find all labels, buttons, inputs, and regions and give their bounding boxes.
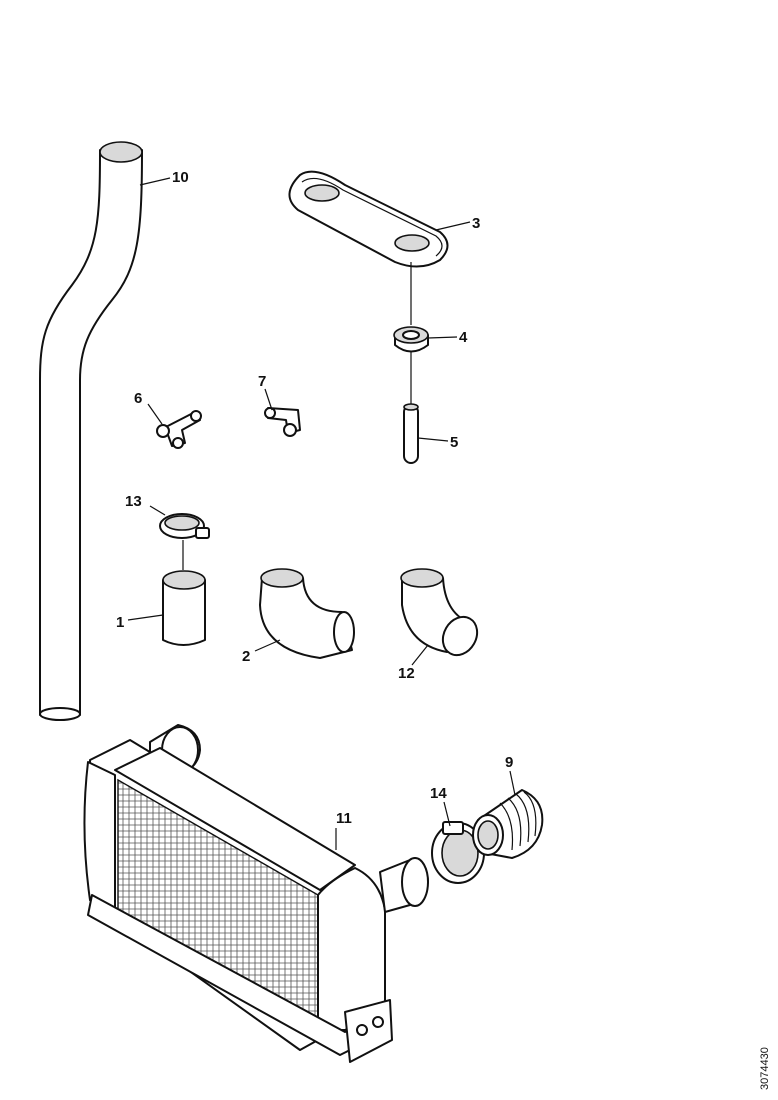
part-5-rod bbox=[403, 403, 419, 464]
callout-9: 9 bbox=[505, 754, 513, 771]
callout-12: 12 bbox=[398, 665, 415, 682]
part-13-hose-clamp bbox=[159, 513, 210, 539]
part-14-band-clamp bbox=[431, 821, 485, 884]
part-7-elbow-fitting bbox=[264, 407, 301, 437]
callout-4: 4 bbox=[459, 329, 468, 346]
part-2-elbow-hose bbox=[259, 568, 355, 659]
part-1-straight-hose bbox=[162, 570, 206, 646]
part-11-intercooler bbox=[83, 724, 429, 1063]
part-4-grommet bbox=[393, 326, 429, 353]
part-10-pipe bbox=[39, 141, 143, 721]
callout-3: 3 bbox=[472, 215, 480, 232]
callout-2: 2 bbox=[242, 648, 250, 665]
reference-code: 3074430 bbox=[759, 1047, 771, 1090]
callout-11: 11 bbox=[336, 810, 352, 827]
callout-7: 7 bbox=[258, 373, 266, 390]
part-6-tee-fitting bbox=[156, 410, 202, 449]
callout-5: 5 bbox=[450, 434, 458, 451]
part-9-corrugated-connector bbox=[472, 789, 544, 859]
callout-1: 1 bbox=[116, 614, 124, 631]
callout-6: 6 bbox=[134, 390, 142, 407]
callout-14: 14 bbox=[430, 785, 447, 802]
callout-13: 13 bbox=[125, 493, 142, 510]
callout-10: 10 bbox=[172, 169, 189, 186]
part-3-cover-plate bbox=[288, 170, 449, 268]
leader-lines bbox=[127, 177, 516, 850]
part-12-elbow-hose bbox=[400, 568, 479, 657]
